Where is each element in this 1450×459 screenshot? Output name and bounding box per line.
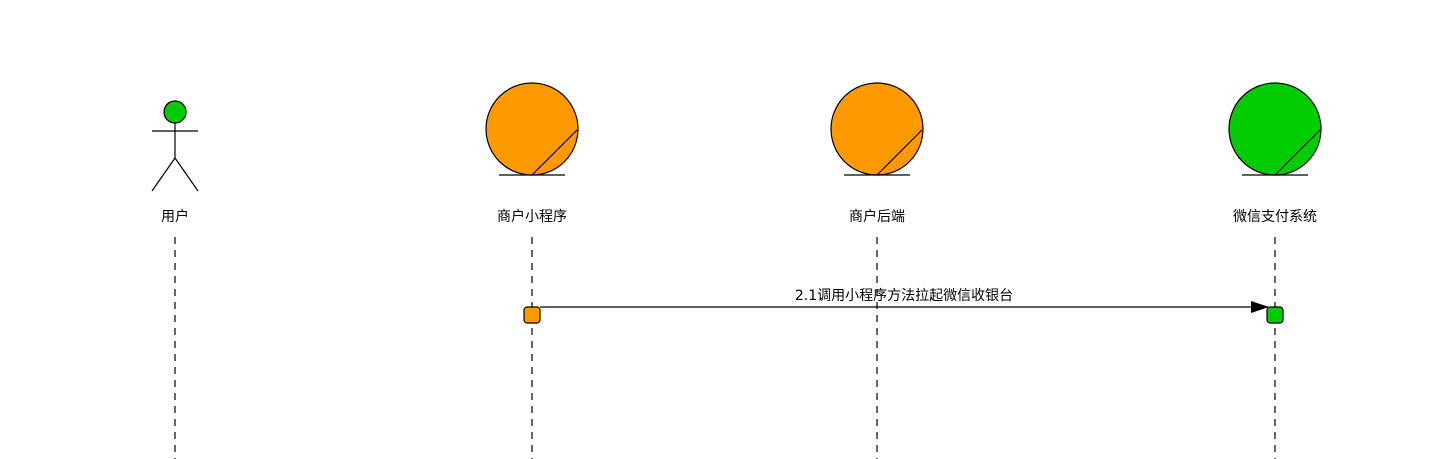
participant-wechatpay-diagonal (1274, 129, 1321, 176)
actor-user-head (163, 100, 187, 124)
actor-user-left-leg (151, 157, 176, 192)
participant-backend-icon (830, 82, 924, 176)
activation-miniprogram (523, 306, 541, 324)
participant-wechatpay-icon (1228, 82, 1322, 176)
participant-wechatpay-label: 微信支付系统 (1233, 209, 1317, 225)
participant-wechatpay-circle (1228, 82, 1322, 176)
participant-miniprogram-circle (485, 82, 579, 176)
actor-user-right-leg (174, 157, 199, 192)
message-label: 2.1调用小程序方法拉起微信收银台 (795, 288, 1013, 304)
participant-user-label: 用户 (161, 208, 189, 225)
participant-miniprogram-label: 商户小程序 (497, 208, 567, 225)
participant-miniprogram-icon (485, 82, 579, 176)
participant-miniprogram-diagonal (531, 129, 578, 176)
participant-backend-circle (830, 82, 924, 176)
participant-backend-label: 商户后端 (849, 208, 905, 225)
activation-wechatpay (1266, 306, 1284, 324)
participant-backend-diagonal (876, 129, 923, 176)
actor-user (151, 100, 199, 192)
